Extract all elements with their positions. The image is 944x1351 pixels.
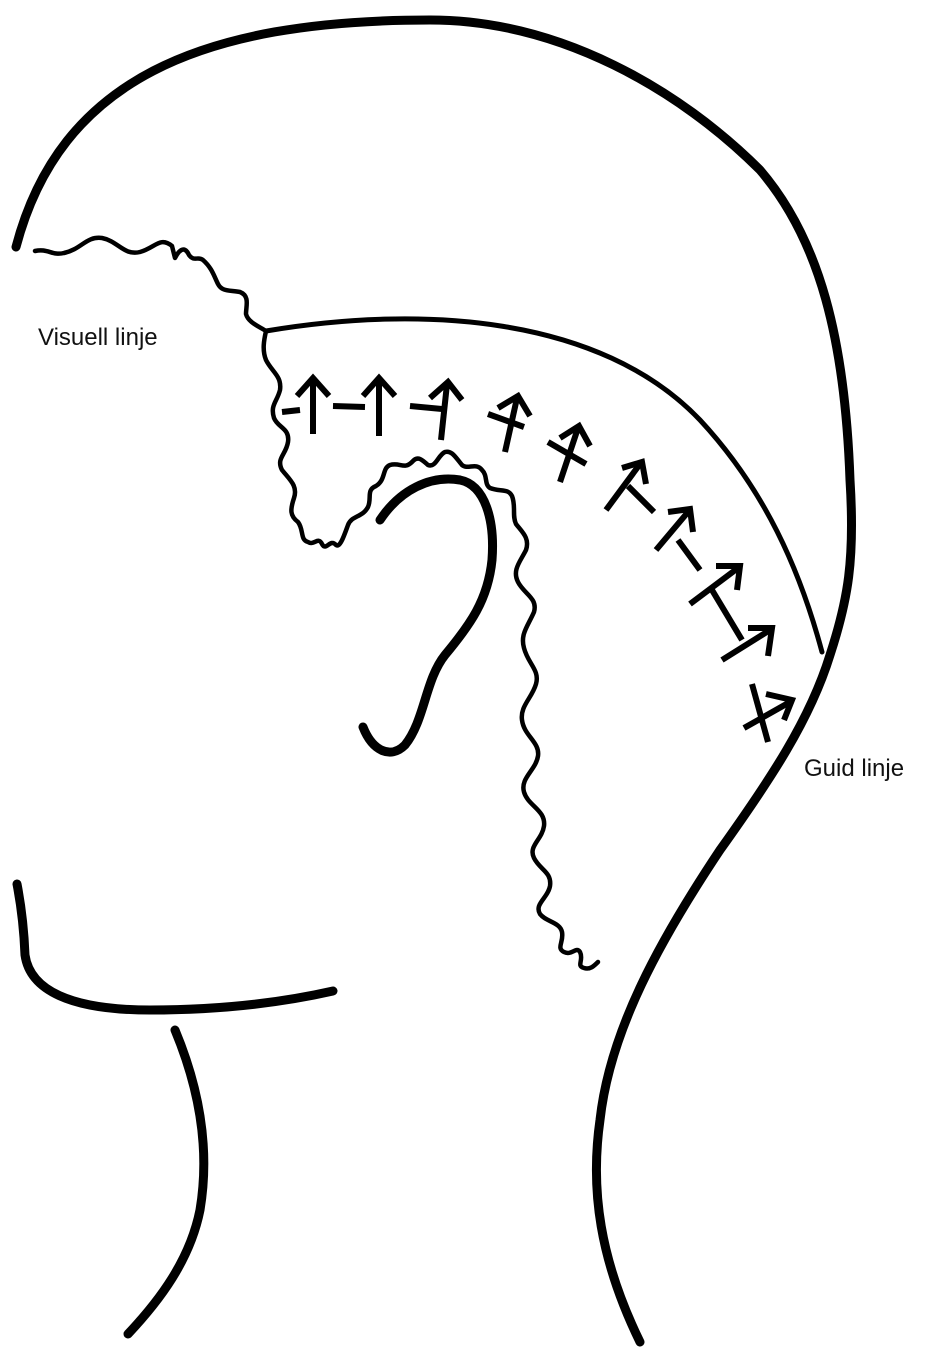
- guide-line-curve: [266, 319, 822, 652]
- direction-arrow: [722, 628, 772, 660]
- direction-arrow: [410, 382, 462, 440]
- direction-arrow: [606, 462, 654, 512]
- direction-arrow: [690, 566, 742, 640]
- direction-arrow: [333, 378, 395, 436]
- neck-front-line: [128, 1030, 204, 1334]
- direction-arrow: [744, 684, 792, 742]
- direction-arrow: [282, 378, 329, 434]
- guide-line-label: Guid linje: [804, 757, 904, 781]
- visual-line-label: Visuell linje: [38, 326, 158, 350]
- direction-arrow: [548, 426, 590, 482]
- ear-outline: [363, 479, 493, 752]
- jaw-line: [17, 884, 333, 1010]
- direction-arrow: [488, 396, 530, 452]
- direction-arrow: [656, 509, 700, 570]
